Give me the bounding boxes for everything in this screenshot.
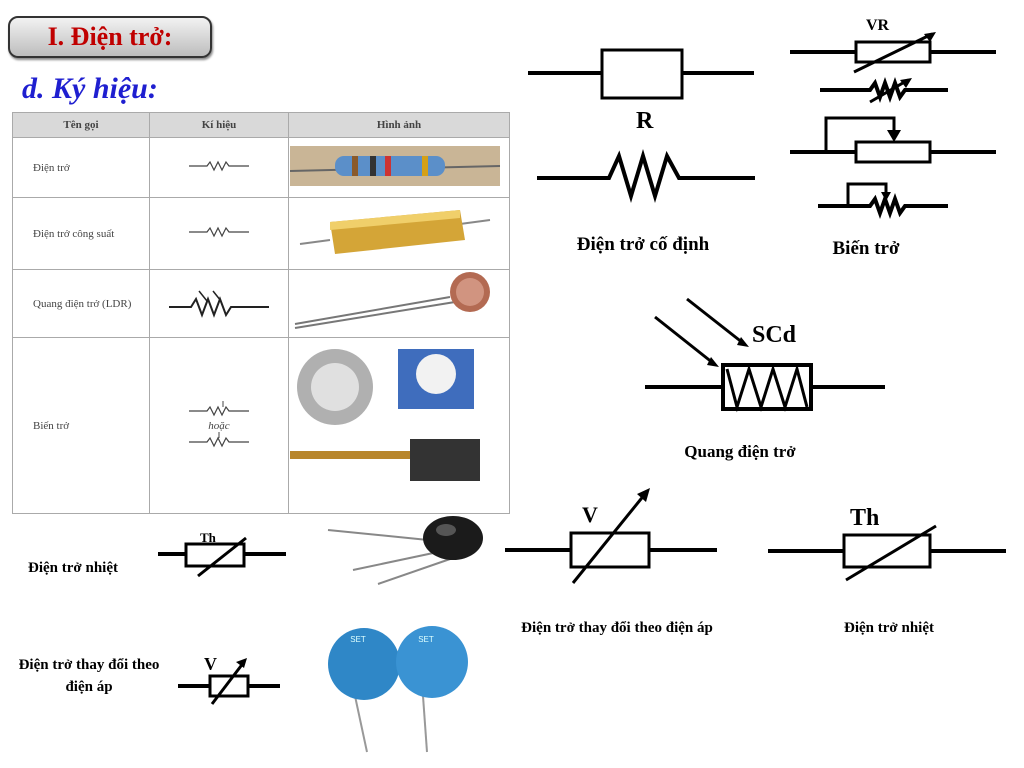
resistor-symbol-icon [149, 197, 289, 270]
resistor-symbol-icon [149, 137, 289, 198]
varistor-small-label: Điện trở thay đổi theo điện áp [18, 657, 160, 695]
varistor-print: SET [350, 635, 366, 644]
column-header: Hình ảnh [288, 112, 510, 138]
ldr-label: Quang điện trở [684, 442, 796, 461]
varistor-small-symbol-icon [178, 658, 280, 705]
thermistor-small-label: Điện trở nhiệt [28, 560, 118, 576]
varistor-big-label: Điện trở thay đổi theo điện áp [521, 620, 713, 636]
thermistor-big-label: Điện trở nhiệt [844, 620, 934, 636]
fixed-resistor-zigzag-symbol-icon [537, 149, 755, 203]
th-letter-small: Th [200, 530, 216, 545]
potentiometer-image [288, 337, 510, 514]
row-name: Điện trở công suất [12, 197, 150, 270]
v-letter-small: V [204, 654, 217, 674]
fixed-resistor-label: Điện trở cố định [576, 234, 710, 255]
row-name: Điện trở [12, 137, 150, 198]
r-letter: R [636, 108, 654, 134]
table-row: Điện trở công suất [12, 197, 510, 270]
reference-table: Tên gọi Kí hiệu Hình ảnh Điện trở Điện t… [12, 112, 510, 514]
or-text: hoặc [208, 419, 230, 432]
gold-power-resistor-image [288, 197, 510, 270]
subtitle: d. Ký hiệu: [22, 72, 158, 105]
varistor-big-symbol-icon [505, 488, 717, 584]
row-name: Quang điện trở (LDR) [12, 269, 150, 338]
table-row: Điện trở [12, 137, 510, 198]
column-header: Tên gọi [12, 112, 150, 138]
color-band-resistor-image [288, 137, 510, 198]
ldr-symbol-icon [645, 297, 885, 413]
scd-letter: SCd [752, 322, 797, 348]
variable-resistor-symbols [790, 32, 996, 219]
thermistor-photo-image [327, 516, 483, 585]
vr-letter: VR [866, 17, 890, 34]
table-row: Quang điện trở (LDR) [12, 269, 510, 338]
table-row: Biến trở hoặc [12, 337, 510, 514]
ldr-symbol-icon [149, 269, 289, 338]
fixed-resistor-box-symbol-icon [528, 48, 754, 100]
variable-resistor-label: Biến trở [832, 238, 900, 259]
photoresistor-image [288, 269, 510, 338]
table-header-row: Tên gọi Kí hiệu Hình ảnh [12, 112, 510, 138]
varistor-photo-image: SET SET [328, 626, 468, 753]
thermistor-small-symbol-icon [158, 536, 286, 578]
variable-resistor-symbol-icon: hoặc [149, 337, 289, 514]
thermistor-big-symbol-icon [768, 524, 1006, 582]
row-name: Biến trở [12, 337, 150, 514]
column-header: Kí hiệu [149, 112, 289, 138]
v-letter-big: V [582, 502, 598, 527]
th-letter-big: Th [850, 505, 880, 531]
varistor-print: SET [418, 635, 434, 644]
section-title: I. Điện trở: [8, 16, 212, 58]
